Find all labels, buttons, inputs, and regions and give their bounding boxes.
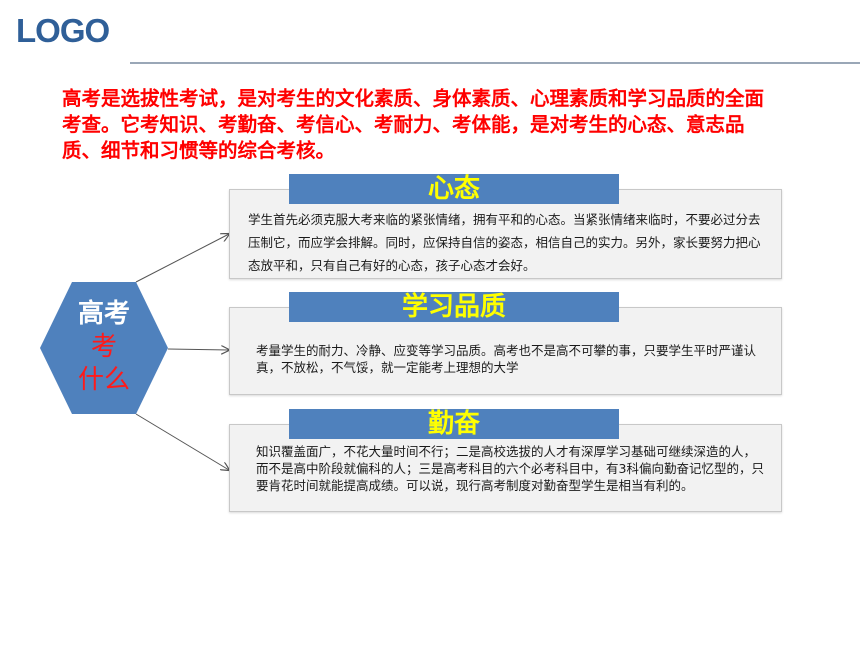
intro-paragraph: 高考是选拔性考试，是对考生的文化素质、身体素质、心理素质和学习品质的全面考查。它… — [62, 87, 765, 162]
logo: LOGO — [16, 12, 110, 49]
card-mindset-text: 学生首先必须克服大考来临的紧张情绪，拥有平和的心态。当紧张情绪来临时，不要必过分… — [248, 212, 761, 273]
hub-hexagon: 高考 考 什么 — [40, 282, 168, 414]
banner-mindset: 心态 — [289, 174, 619, 204]
card-diligence-text: 知识覆盖面广，不花大量时间不行；二是高校选拔的人才有深厚学习基础可继续深造的人，… — [256, 444, 764, 493]
arrow-to-diligence — [135, 413, 229, 470]
arrow-to-learning-quality — [167, 349, 229, 350]
arrow-to-mindset — [135, 234, 229, 283]
banner-diligence: 勤奋 — [289, 409, 619, 439]
header-divider — [130, 62, 860, 64]
hub-label-line2: 考 — [90, 332, 117, 362]
hub-label-line1: 高考 — [77, 299, 130, 329]
banner-learning-quality: 学习品质 — [289, 292, 619, 322]
card-mindset: 学生首先必须克服大考来临的紧张情绪，拥有平和的心态。当紧张情绪来临时，不要必过分… — [229, 189, 782, 279]
hub-label-line3: 什么 — [77, 365, 130, 395]
card-learning-quality-text: 考量学生的耐力、冷静、应变等学习品质。高考也不是高不可攀的事，只要学生平时严谨认… — [256, 343, 757, 375]
